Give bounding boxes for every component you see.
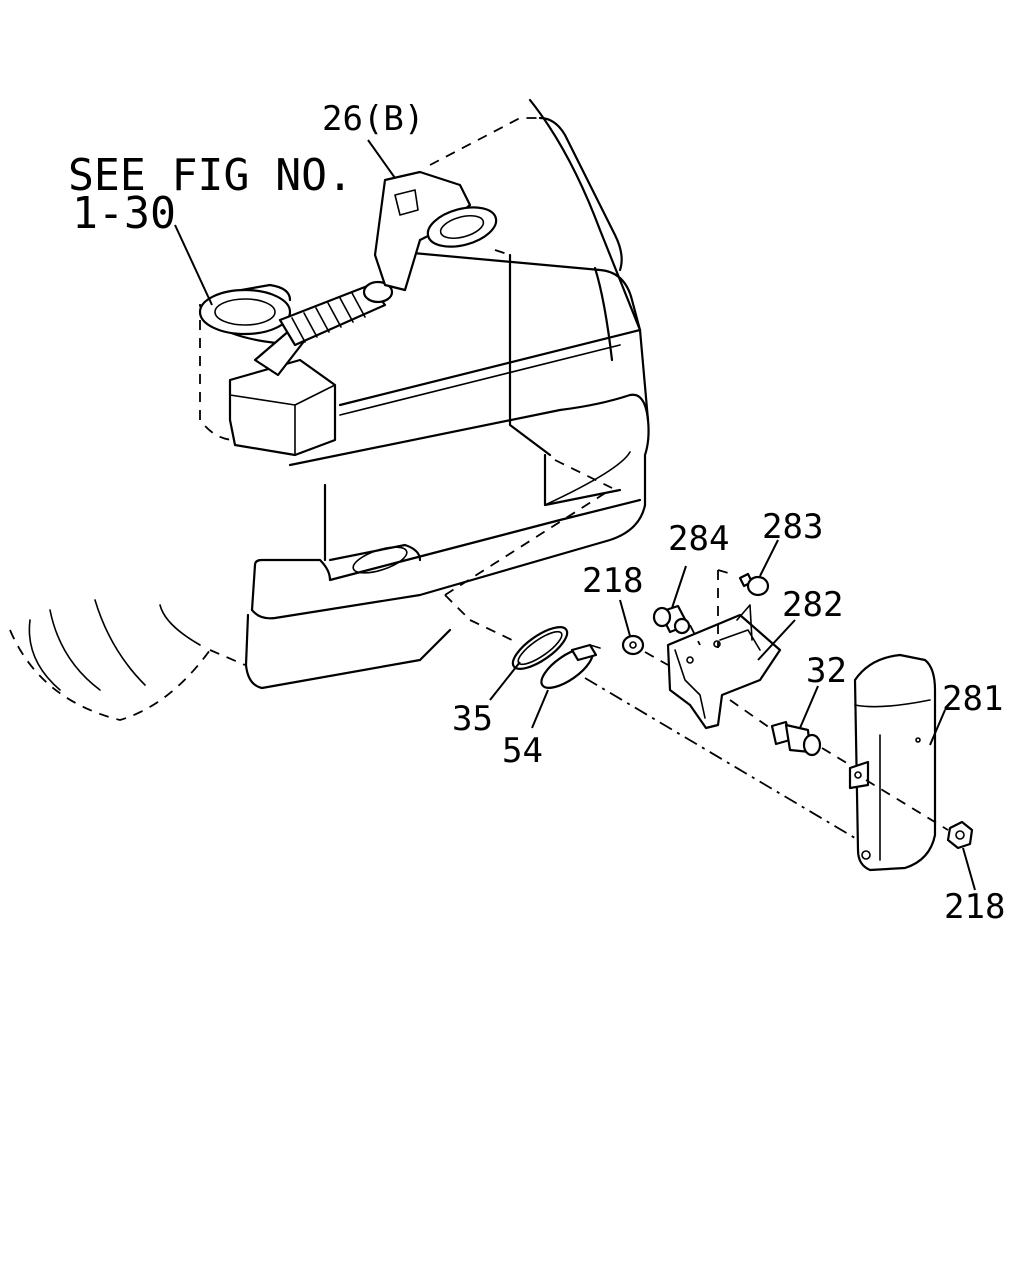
- callout-54: 54: [502, 731, 543, 771]
- callout-35: 35: [452, 699, 493, 739]
- nut-218-bottom: [865, 779, 974, 850]
- reference-note-line2: 1-30: [72, 188, 176, 239]
- corrugated-hose: [278, 283, 387, 347]
- callout-26b: 26(B): [322, 99, 424, 139]
- callout-32: 32: [806, 651, 847, 691]
- reference-note-line1: SEE FIG NO.: [68, 150, 353, 201]
- callout-281: 281: [942, 679, 1003, 719]
- grommet-284: [652, 604, 691, 635]
- callout-218-top: 218: [582, 561, 643, 601]
- lamp-54: [540, 643, 601, 689]
- cover-281: [848, 653, 937, 872]
- callout-labels: 26(B) 284 283 218 282 32 281 35 54 218: [322, 99, 1005, 927]
- air-cleaner-assembly: [198, 280, 394, 457]
- phantom-line-lamp-to-cover: [584, 677, 856, 839]
- bracket-assembly: [666, 569, 782, 730]
- nut-218-top: [621, 634, 669, 666]
- lens-35: [511, 626, 569, 670]
- callout-218-bottom: 218: [944, 887, 1005, 927]
- callout-284: 284: [668, 519, 729, 559]
- air-duct: [373, 170, 511, 292]
- leader-lines: [174, 139, 976, 891]
- bolt-283: [738, 572, 770, 597]
- phantom-line-lamp-to-cab: [469, 619, 513, 641]
- switch-32: [729, 699, 851, 766]
- reference-note: SEE FIG NO. 1-30: [68, 150, 353, 239]
- callout-283: 283: [762, 507, 823, 547]
- callout-282: 282: [782, 585, 843, 625]
